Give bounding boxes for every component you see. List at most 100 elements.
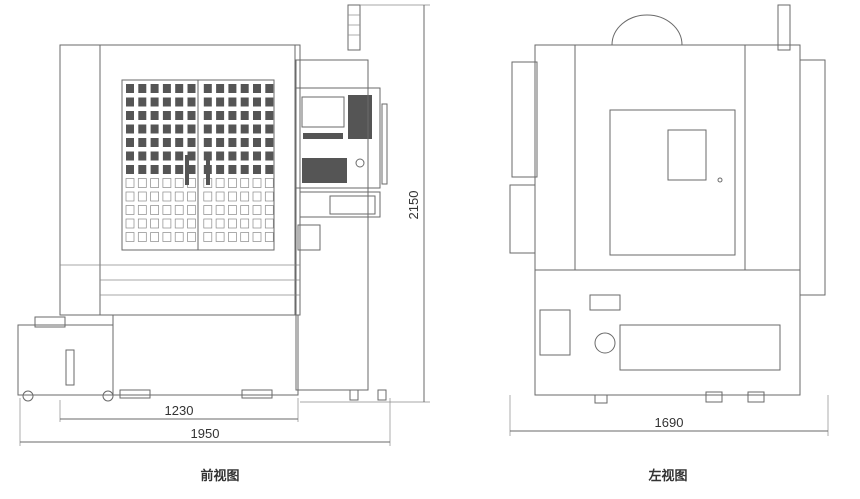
door-grid-cell: [162, 218, 172, 229]
door-grid-cell: [252, 205, 262, 215]
door-grid-cell: [228, 138, 237, 147]
door-grid-cell: [150, 232, 159, 242]
door-grid-cell: [265, 151, 274, 161]
door-grid-cell: [253, 84, 261, 93]
door-grid-cell: [203, 84, 212, 93]
door-grid-cell: [187, 111, 196, 120]
door-grid-cell: [203, 191, 213, 202]
door-grid-cell: [203, 138, 212, 147]
door-grid-cell: [137, 232, 147, 242]
door-grid-cell: [125, 205, 135, 215]
door-grid-cell: [265, 111, 274, 120]
door-grid-cell: [253, 97, 261, 107]
door-grid-cell: [162, 138, 171, 147]
door-grid-cell: [174, 191, 184, 202]
front-view-caption: 前视图: [200, 468, 239, 484]
door-grid-cell: [138, 97, 147, 107]
warning-light: [777, 4, 791, 51]
door-grid-cell: [252, 232, 262, 242]
door-grid-cell: [228, 232, 237, 242]
door-grid-cell: [125, 178, 135, 188]
door-grid-cell: [137, 178, 147, 188]
door-grid-cell: [240, 165, 249, 174]
door-grid-cell: [138, 84, 147, 93]
door-grid-cell: [228, 84, 237, 93]
door-grid-cell: [174, 218, 184, 229]
height-dimension-label: 2150: [406, 191, 421, 220]
door-grid-cell: [240, 84, 249, 93]
door-grid-cell: [203, 111, 212, 120]
door-grid-cell: [125, 218, 135, 229]
door-grid-cell: [187, 218, 196, 229]
door-grid-cell: [216, 165, 225, 174]
door-grid-cell: [252, 178, 262, 188]
door-grid-cell: [150, 191, 159, 202]
door-grid-cell: [216, 151, 225, 161]
door-grid-cell: [162, 191, 172, 202]
door-grid-cell: [137, 191, 147, 202]
door-grid-cell: [215, 205, 225, 215]
door-grid-cell: [215, 232, 225, 242]
door-grid-cell: [240, 151, 249, 161]
door-grid-cell: [240, 218, 250, 229]
door-grid-cell: [253, 111, 261, 120]
front-view: 2150 1230 1950 前视图: [17, 4, 430, 484]
door-grid-cell: [126, 138, 134, 147]
door-grid-cell: [187, 191, 196, 202]
door-grid-cell: [137, 218, 147, 229]
door-grid-cell: [150, 111, 159, 120]
door-grid-cell: [240, 205, 250, 215]
door-grid-cell: [150, 178, 159, 188]
door-grid-cell: [175, 111, 184, 120]
door-grid-cell: [150, 205, 159, 215]
door-grid-cell: [187, 138, 196, 147]
door-grid-cell: [187, 84, 196, 93]
front-door: [121, 79, 275, 251]
door-grid-cell: [215, 191, 225, 202]
door-grid-cell: [240, 191, 250, 202]
door-grid-cell: [203, 218, 213, 229]
door-grid-cell: [162, 205, 172, 215]
door-grid-cell: [240, 111, 249, 120]
door-grid-cell: [264, 232, 274, 242]
door-grid-cell: [174, 205, 184, 215]
door-grid-cell: [216, 124, 225, 134]
door-grid-cell: [240, 138, 249, 147]
door-grid-cell: [138, 111, 147, 120]
door-grid-cell: [150, 124, 159, 134]
door-grid-cell: [264, 178, 274, 188]
door-grid-cell: [138, 124, 147, 134]
door-grid-cell: [150, 84, 159, 93]
door-grid-cell: [125, 191, 135, 202]
door-grid-cell: [228, 218, 237, 229]
door-grid-cell: [162, 124, 171, 134]
warning-light: [347, 4, 361, 51]
door-grid-cell: [228, 97, 237, 107]
side-window: [667, 129, 707, 181]
door-grid-cell: [187, 151, 196, 161]
door-grid-cell: [240, 97, 249, 107]
door-grid-cell: [253, 138, 261, 147]
control-panel: [294, 87, 388, 218]
overall-width-dimension-label: 1950: [191, 426, 220, 441]
door-grid-cell: [162, 165, 171, 174]
door-grid-cell: [138, 138, 147, 147]
door-grid-cell: [203, 124, 212, 134]
depth-dimension-label: 1690: [655, 415, 684, 430]
left-view-caption: 左视图: [648, 468, 687, 484]
door-grid-cell: [162, 111, 171, 120]
door-grid-cell: [216, 111, 225, 120]
door-grid-cell: [150, 151, 159, 161]
door-grid-cell: [137, 205, 147, 215]
door-grid-cell: [253, 151, 261, 161]
door-grid-cell: [228, 165, 237, 174]
door-grid-cell: [175, 165, 184, 174]
door-grid-cell: [228, 205, 237, 215]
door-grid-cell: [174, 232, 184, 242]
door-grid-cell: [126, 111, 134, 120]
door-grid-cell: [175, 151, 184, 161]
door-grid-cell: [187, 205, 196, 215]
door-grid-cell: [228, 178, 237, 188]
door-grid-cell: [126, 97, 134, 107]
door-grid-cell: [187, 97, 196, 107]
